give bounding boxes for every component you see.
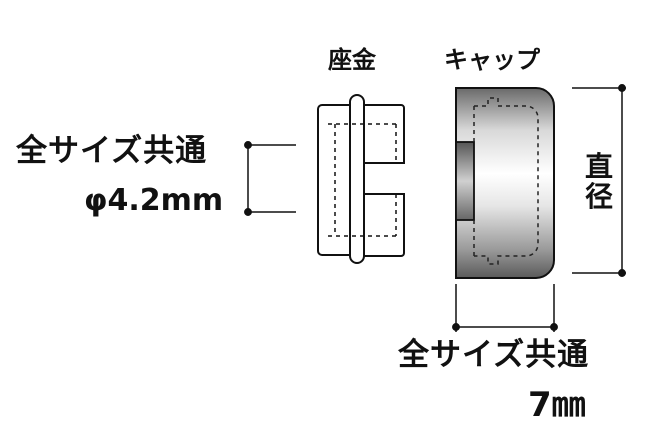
cap-label: キャップ xyxy=(444,46,540,74)
diameter-dimension xyxy=(572,84,626,277)
hole-dimension xyxy=(244,141,296,216)
washer-left-flange xyxy=(317,104,351,256)
width-size-label: 7㎜ xyxy=(528,385,586,425)
washer-sleeve-lower xyxy=(363,193,405,257)
hole-size-label: φ4.2mm xyxy=(84,183,224,218)
cap-hidden-lines xyxy=(473,97,539,265)
washer-shape xyxy=(317,94,405,264)
cap-body xyxy=(455,87,555,279)
washer-sleeve-upper xyxy=(363,104,405,164)
washer-center-ring xyxy=(349,94,365,264)
washer-label: 座金 xyxy=(328,46,376,74)
hole-common-label: 全サイズ共通 xyxy=(16,133,208,169)
width-dimension xyxy=(452,284,558,332)
washer-hidden-lines xyxy=(328,123,397,237)
cap-shape xyxy=(455,87,555,279)
width-common-label: 全サイズ共通 xyxy=(398,337,590,373)
cap-notch xyxy=(455,141,475,221)
diameter-label: 直径 xyxy=(584,150,613,213)
